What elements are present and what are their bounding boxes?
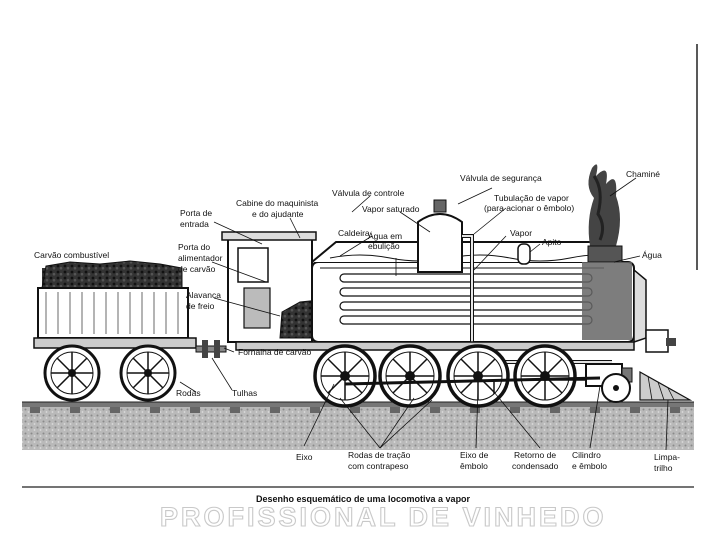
- tender-wheel-right: [119, 344, 177, 402]
- label-agua-ebulicao-2: ebulição: [368, 241, 400, 251]
- ballast: [22, 406, 694, 450]
- smokebox-soot: [582, 262, 632, 340]
- driving-wheel-2: [378, 344, 442, 408]
- label-tubulacao-2: (para acionar o êmbolo): [484, 203, 574, 213]
- label-tubulacao-1: Tubulação de vapor: [494, 193, 569, 203]
- label-alavanca-freio-2: de freio: [186, 301, 215, 311]
- connecting-rod: [344, 376, 601, 386]
- leader-lines: [179, 177, 669, 451]
- label-rodas-tracao-2: com contrapeso: [348, 461, 409, 471]
- label-tulhas: Tulhas: [232, 388, 257, 398]
- tender-wheel-left: [43, 344, 101, 402]
- sleepers: [30, 407, 680, 413]
- watermark: PROFISSIONAL DE VINHEDO: [160, 502, 607, 532]
- label-eixo-embolo-2: êmbolo: [460, 461, 488, 471]
- label-limpa-trilho-1: Limpa-: [654, 452, 680, 462]
- label-cilindro-1: Cilindro: [572, 450, 601, 460]
- label-alavanca-freio-1: Alavanca: [186, 290, 221, 300]
- label-rodas-tracao-1: Rodas de tração: [348, 450, 411, 460]
- coal-feeder-door: [243, 287, 271, 329]
- label-chamine: Chaminé: [626, 169, 660, 179]
- label-eixo-embolo-1: Eixo de: [460, 450, 489, 460]
- pilot-wheel: [601, 373, 631, 403]
- label-valvula-controle: Válvula de controle: [332, 188, 405, 198]
- label-valvula-seguranca: Válvula de segurança: [460, 173, 542, 183]
- label-cilindro-2: e êmbolo: [572, 461, 607, 471]
- chimney: [587, 245, 623, 263]
- label-porta-entrada-2: entrada: [180, 219, 209, 229]
- labels: Chaminé Válvula de segurança Tubulação d…: [34, 169, 680, 473]
- cowcatcher: [639, 370, 693, 401]
- condensate-return: [493, 379, 586, 394]
- label-limpa-trilho-2: trilho: [654, 463, 673, 473]
- steam-dome: [417, 213, 463, 273]
- cab-window: [237, 247, 269, 283]
- whistle: [517, 243, 531, 265]
- label-cabine-1: Cabine do maquinista: [236, 198, 318, 208]
- label-apito: Apito: [542, 237, 562, 247]
- label-agua: Água: [642, 250, 662, 260]
- label-cabine-2: e do ajudante: [252, 209, 304, 219]
- label-eixo: Eixo: [296, 452, 313, 462]
- tender: [33, 260, 227, 402]
- label-caldeira: Caldeira: [338, 228, 370, 238]
- label-vapor-saturado: Vapor saturado: [362, 204, 420, 214]
- driving-wheel-1: [313, 344, 377, 408]
- label-porta-alimentador-1: Porta do: [178, 242, 210, 252]
- label-retorno-1: Retorno de: [514, 450, 556, 460]
- label-fornalha: Fornalha de carvão: [238, 347, 312, 357]
- caption: Desenho esquemático de uma locomotiva a …: [256, 494, 471, 504]
- label-vapor: Vapor: [510, 228, 532, 238]
- label-rodas: Rodas: [176, 388, 201, 398]
- label-porta-alimentador-2: alimentador: [178, 253, 223, 263]
- label-porta-alimentador-3: de carvão: [178, 264, 216, 274]
- label-porta-entrada-1: Porta de: [180, 208, 212, 218]
- label-agua-ebulicao-1: Água em: [368, 231, 402, 241]
- locomotive: [221, 164, 693, 408]
- driving-wheel-4: [513, 344, 577, 408]
- label-retorno-2: condensado: [512, 461, 559, 471]
- water-level: [329, 254, 611, 262]
- tender-body: [37, 287, 189, 339]
- smoke: [588, 164, 620, 246]
- label-carvao-combustivel: Carvão combustível: [34, 250, 109, 260]
